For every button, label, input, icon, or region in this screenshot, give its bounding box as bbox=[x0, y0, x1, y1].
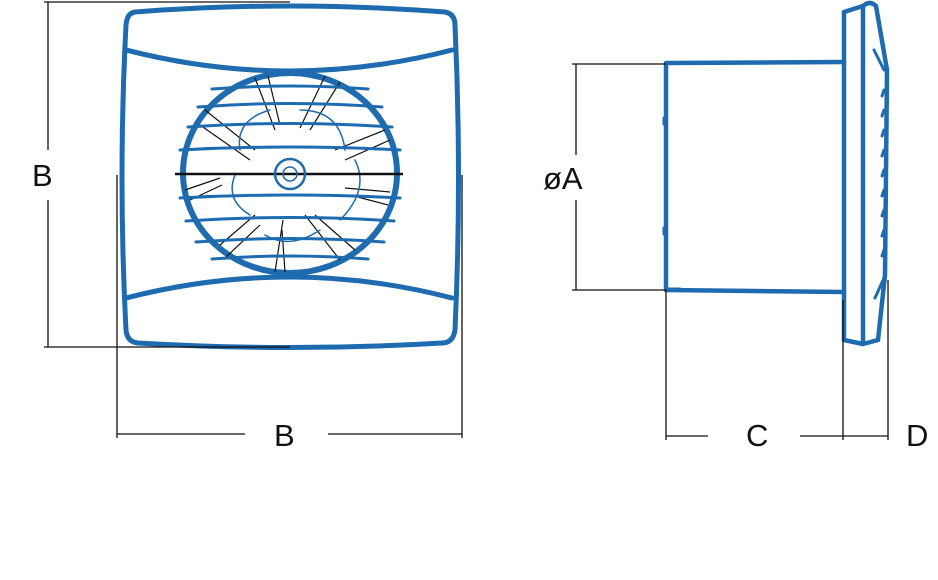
grille-bars bbox=[178, 84, 402, 261]
hub-icon bbox=[273, 157, 307, 191]
label-depth-c: C bbox=[746, 418, 768, 453]
side-view bbox=[662, 0, 890, 347]
label-width-b: B bbox=[274, 418, 295, 453]
front-view bbox=[119, 3, 461, 350]
front-dimensions: B B bbox=[32, 1, 463, 453]
front-panel-bottom-curve bbox=[123, 274, 455, 301]
grille-side-hooks bbox=[872, 48, 886, 300]
duct-body bbox=[663, 59, 847, 295]
front-panel-top-curve bbox=[123, 47, 455, 74]
grille-side-bumps bbox=[880, 88, 886, 258]
flange bbox=[841, 3, 866, 347]
label-depth-d: D bbox=[906, 418, 928, 453]
duct-clips bbox=[662, 116, 682, 291]
front-panel-outline bbox=[119, 3, 461, 350]
side-dimensions: øA C D bbox=[543, 63, 928, 453]
hub-inner bbox=[282, 166, 298, 182]
label-height-b: B bbox=[32, 158, 53, 193]
front-grille-side bbox=[860, 0, 890, 347]
label-diameter-a: øA bbox=[543, 161, 583, 196]
